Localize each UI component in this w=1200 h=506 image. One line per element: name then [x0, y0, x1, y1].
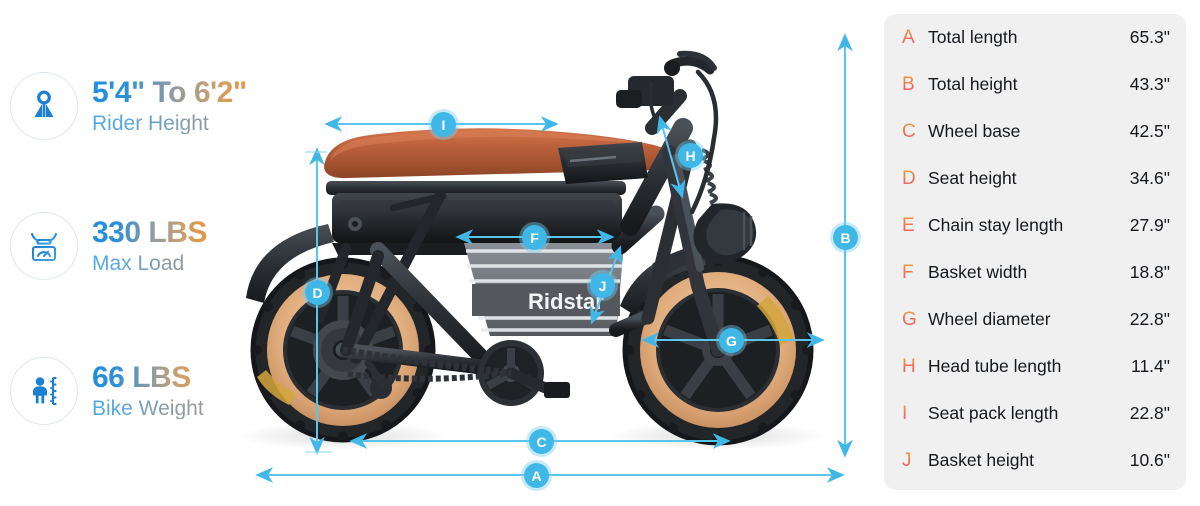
spec-value: 65.3" [1129, 27, 1170, 47]
bike-illustration: Ridstar [238, 50, 828, 450]
stat-value: 66 LBS [92, 362, 204, 394]
spec-row-a: A Total length 65.3" [884, 14, 1186, 61]
stat-rider-height: 5'4" To 6'2" Rider Height [10, 72, 247, 140]
stat-value: 5'4" To 6'2" [92, 76, 247, 109]
rider-height-icon [10, 72, 78, 140]
stat-max-load: 330 LBS Max Load [10, 212, 207, 280]
dimension-marker-G: G [719, 328, 744, 353]
dimension-marker-D: D [305, 280, 330, 305]
dimension-marker-B: B [833, 225, 858, 250]
spec-name: Head tube length [928, 356, 1062, 376]
specification-table: A Total length 65.3" B Total height 43.3… [884, 14, 1186, 490]
stat-value: 330 LBS [92, 216, 207, 249]
spec-name: Total length [928, 27, 1018, 47]
spec-row-d: D Seat height 34.6" [884, 155, 1186, 202]
spec-row-h: H Head tube length 11.4" [884, 343, 1186, 390]
spec-row-j: J Basket height 10.6" [884, 437, 1186, 484]
spec-value: 11.4" [1131, 356, 1170, 376]
dimension-marker-I: I [431, 112, 456, 137]
dimension-marker-J: J [590, 273, 615, 298]
spec-letter: G [902, 309, 928, 331]
spec-row-i: I Seat pack length 22.8" [884, 390, 1186, 437]
stat-label: Bike Weight [92, 396, 204, 420]
dimension-marker-A: A [524, 463, 549, 488]
spec-name: Basket height [928, 450, 1035, 470]
stat-bike-weight: 66 LBS Bike Weight [10, 357, 204, 425]
spec-letter: J [902, 450, 928, 472]
spec-letter: F [902, 262, 928, 284]
spec-value: 42.5" [1129, 121, 1170, 141]
spec-letter: D [902, 168, 928, 190]
dimension-marker-F: F [522, 225, 547, 250]
spec-letter: I [902, 403, 928, 425]
dimension-marker-C: C [529, 429, 554, 454]
spec-row-c: C Wheel base 42.5" [884, 108, 1186, 155]
spec-row-b: B Total height 43.3" [884, 61, 1186, 108]
spec-name: Total height [928, 74, 1018, 94]
scale-icon [10, 212, 78, 280]
spec-row-g: G Wheel diameter 22.8" [884, 296, 1186, 343]
spec-name: Wheel base [928, 121, 1021, 141]
spec-letter: A [902, 27, 928, 49]
stat-label: Max Load [92, 252, 207, 274]
spec-letter: B [902, 74, 928, 96]
spec-name: Chain stay length [928, 215, 1064, 235]
spec-row-f: F Basket width 18.8" [884, 249, 1186, 296]
spec-letter: E [902, 215, 928, 237]
spec-value: 22.8" [1129, 309, 1170, 329]
stat-label: Rider Height [92, 112, 247, 134]
spec-value: 27.9" [1129, 215, 1170, 235]
spec-name: Seat pack length [928, 403, 1059, 423]
spec-letter: H [902, 356, 928, 378]
spec-row-e: E Chain stay length 27.9" [884, 202, 1186, 249]
spec-value: 34.6" [1129, 168, 1170, 188]
spec-value: 10.6" [1129, 450, 1170, 470]
spec-value: 22.8" [1129, 403, 1170, 423]
spec-name: Seat height [928, 168, 1017, 188]
spec-value: 43.3" [1129, 74, 1170, 94]
spec-value: 18.8" [1129, 262, 1170, 282]
spec-name: Wheel diameter [928, 309, 1051, 329]
spec-name: Basket width [928, 262, 1028, 282]
dimension-marker-H: H [678, 143, 703, 168]
spec-letter: C [902, 121, 928, 143]
person-ruler-icon [10, 357, 78, 425]
